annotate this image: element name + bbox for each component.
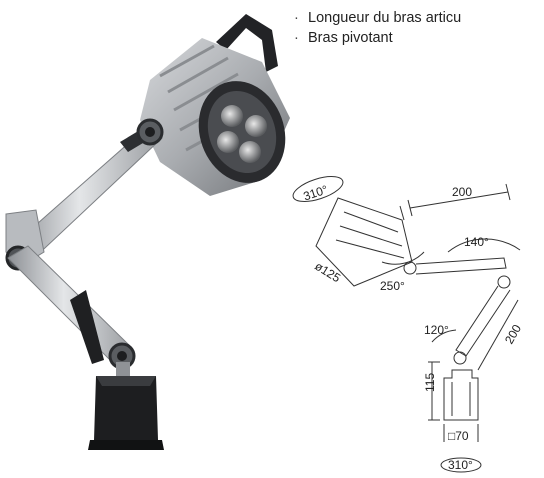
rotation-arrow-icon [292, 176, 344, 202]
base-outline [443, 369, 479, 421]
head-angle-label: 250° [380, 279, 405, 293]
lower-arm-length-label: 200 [502, 322, 524, 347]
lamp-handle [216, 14, 278, 72]
joint-icon [497, 275, 511, 289]
base-angle-label: 120° [424, 323, 449, 337]
rotation-bottom-label: 310° [448, 458, 473, 472]
led-icon [217, 131, 239, 153]
led-icon [221, 105, 243, 127]
lamp-head [140, 38, 290, 196]
head-outline [315, 197, 413, 287]
base-height-label: 115 [423, 373, 437, 392]
base-block [94, 376, 158, 440]
feature-list: · Longueur du bras articu · Bras pivotant [294, 8, 461, 48]
lower-arm-outline [455, 285, 511, 357]
joint-icon [403, 261, 417, 275]
led-icon [239, 141, 261, 163]
led-icon [245, 115, 267, 137]
bullet-icon: · [294, 30, 299, 46]
upper-arm-outline [415, 257, 507, 275]
base-square-label: □70 [448, 429, 469, 443]
upper-arm-length-label: 200 [452, 185, 472, 199]
joint-icon [453, 351, 467, 365]
feature-text: Longueur du bras articu [308, 10, 462, 26]
head-diameter-label: ø125 [312, 259, 343, 286]
feature-text: Bras pivotant [308, 30, 393, 46]
feature-item: · Bras pivotant [294, 28, 461, 48]
feature-item: · Longueur du bras articu [294, 8, 461, 28]
rotation-arrow-icon [440, 457, 482, 473]
bullet-icon: · [294, 10, 299, 26]
upper-arm-angle-label: 140° [464, 235, 489, 249]
